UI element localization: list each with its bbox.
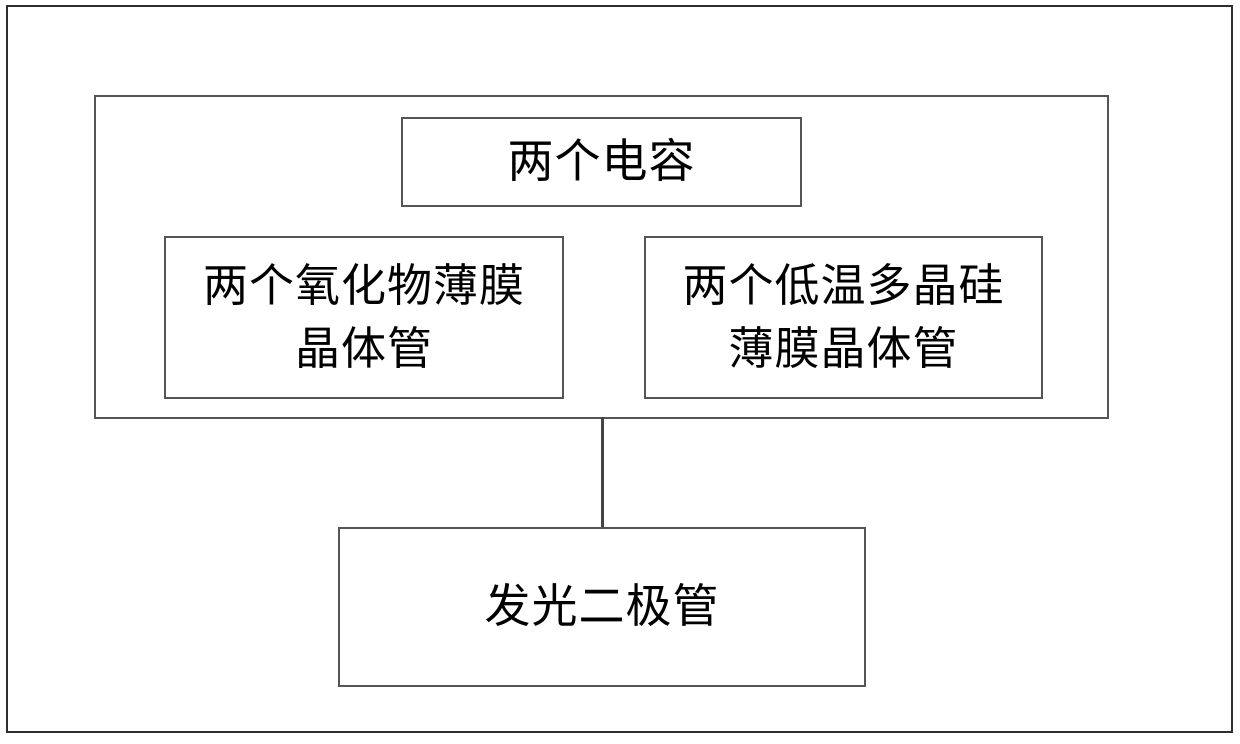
node-light-emitting-diode: 发光二极管 [338, 527, 866, 687]
node-two-ltps-tfts: 两个低温多晶硅 薄膜晶体管 [644, 236, 1043, 399]
node-two-capacitors: 两个电容 [401, 117, 802, 207]
node-two-oxide-tfts: 两个氧化物薄膜 晶体管 [164, 236, 564, 399]
node-two-oxide-tfts-label: 两个氧化物薄膜 晶体管 [202, 259, 525, 375]
connector-container-to-led [601, 417, 604, 529]
node-light-emitting-diode-label: 发光二极管 [484, 579, 720, 634]
node-two-capacitors-label: 两个电容 [507, 134, 696, 189]
page-frame: 两个电容 两个氧化物薄膜 晶体管 两个低温多晶硅 薄膜晶体管 发光二极管 [6, 5, 1233, 733]
node-two-ltps-tfts-label: 两个低温多晶硅 薄膜晶体管 [682, 259, 1005, 375]
